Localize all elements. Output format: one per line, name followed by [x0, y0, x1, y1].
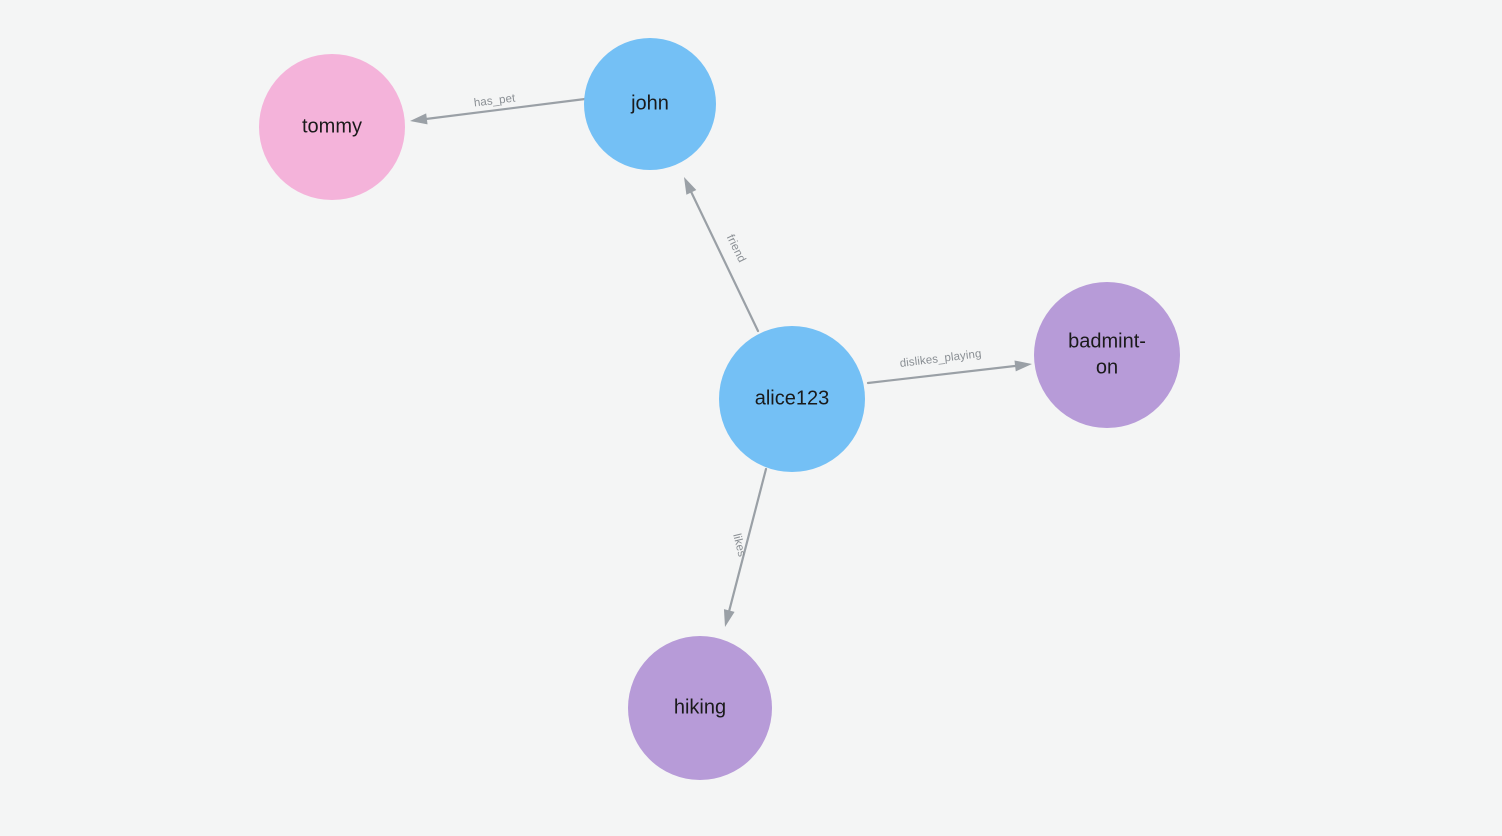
node-circle[interactable]	[259, 54, 405, 200]
edge-label: friend	[724, 233, 748, 265]
edge-line	[422, 97, 587, 121]
edge-arrowhead-icon	[723, 609, 735, 627]
node-circle[interactable]	[584, 38, 716, 170]
nodes-layer: tommy john alice123 badmint-on hiking	[259, 38, 1180, 780]
node-label: badmint-	[1068, 330, 1146, 352]
node-label: john	[630, 92, 669, 114]
graph-node-alice123[interactable]: alice123	[719, 326, 865, 472]
graph-edge[interactable]: friend	[684, 177, 760, 333]
node-circle[interactable]	[628, 636, 772, 780]
node-circle[interactable]	[1034, 282, 1180, 428]
edge-arrowhead-icon	[410, 113, 428, 125]
node-label: hiking	[674, 696, 726, 718]
graph-node-hiking[interactable]: hiking	[628, 636, 772, 780]
edge-label: likes	[730, 532, 747, 558]
graph-node-badminton[interactable]: badmint-on	[1034, 282, 1180, 428]
edge-label: dislikes_playing	[899, 348, 982, 370]
node-label: alice123	[755, 387, 830, 409]
edge-line	[866, 364, 1020, 385]
graph-node-tommy[interactable]: tommy	[259, 54, 405, 200]
edge-line	[688, 188, 760, 333]
graph-node-john[interactable]: john	[584, 38, 716, 170]
edge-label: has_pet	[473, 92, 516, 109]
graph-edge[interactable]: dislikes_playing	[866, 348, 1032, 385]
node-label: on	[1096, 356, 1118, 378]
graph-edge[interactable]: likes	[723, 467, 768, 627]
node-label: tommy	[302, 115, 362, 137]
node-circle[interactable]	[719, 326, 865, 472]
edge-arrowhead-icon	[1014, 360, 1032, 372]
graph-edge[interactable]: has_pet	[410, 92, 587, 125]
edge-line	[727, 467, 768, 615]
edge-arrowhead-icon	[684, 177, 697, 195]
